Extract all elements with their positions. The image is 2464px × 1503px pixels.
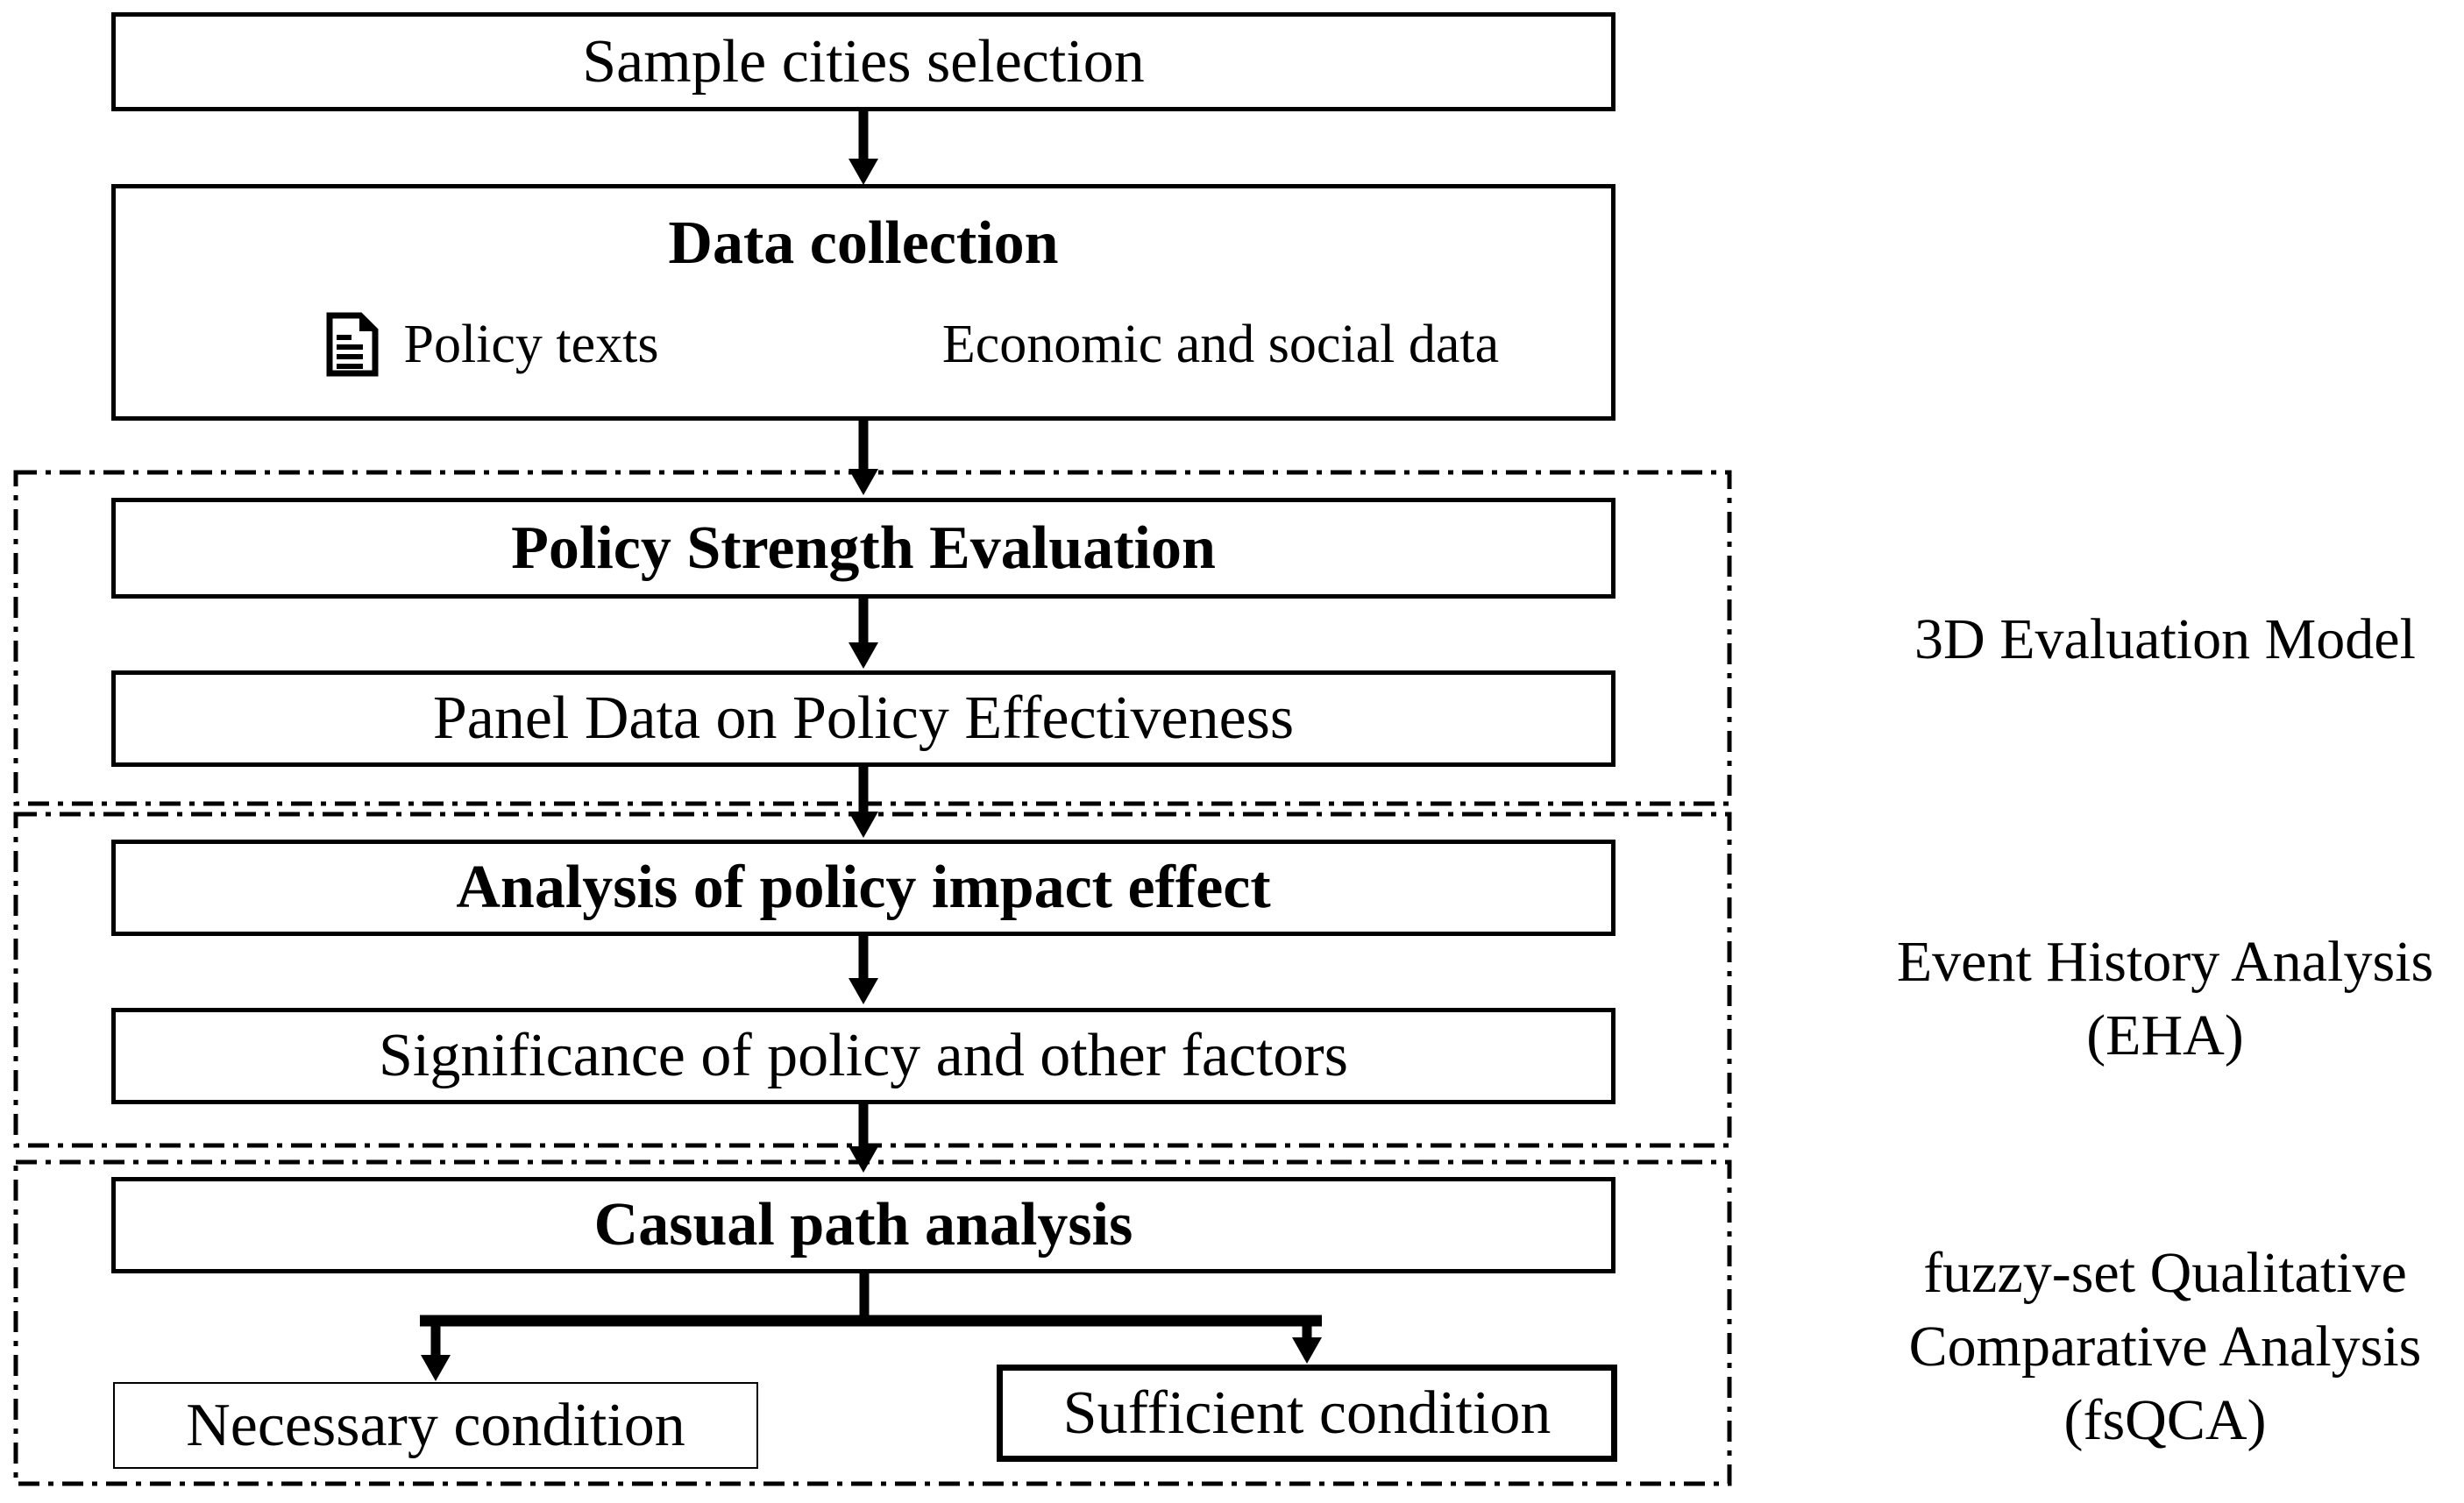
side-label-fsqca-line2: Comparative Analysis — [1908, 1315, 2422, 1379]
node-casual-path-label: Casual path analysis — [593, 1191, 1133, 1259]
arrow-analysis-to-significance — [849, 936, 878, 1004]
side-label-3d-line: 3D Evaluation Model — [1914, 607, 2416, 671]
side-label-fsqca: fuzzy-set Qualitative Comparative Analys… — [1867, 1226, 2463, 1468]
side-label-3d-evaluation-model: 3D Evaluation Model — [1867, 603, 2463, 677]
node-necessary-condition: Necessary condition — [113, 1382, 758, 1469]
branch-connector — [420, 1273, 1322, 1381]
node-policy-texts-label: Policy texts — [403, 314, 659, 374]
node-significance-factors: Significance of policy and other factors — [111, 1008, 1615, 1104]
node-analysis-label: Analysis of policy impact effect — [456, 854, 1271, 922]
node-significance-label: Significance of policy and other factors — [379, 1022, 1348, 1090]
side-label-fsqca-line1: fuzzy-set Qualitative — [1923, 1241, 2407, 1305]
node-economic-social-data: Economic and social data — [872, 303, 1569, 386]
node-sufficient-condition: Sufficient condition — [997, 1365, 1617, 1462]
side-label-eha-line1: Event History Analysis — [1896, 930, 2434, 994]
node-necessary-label: Necessary condition — [186, 1391, 685, 1459]
side-label-eha-line2: (EHA) — [2086, 1003, 2244, 1067]
arrow-policy-strength-to-panel — [849, 599, 878, 669]
node-sufficient-label: Sufficient condition — [1062, 1379, 1552, 1447]
side-label-fsqca-line3: (fsQCA) — [2063, 1388, 2267, 1452]
arrow-sample-to-data — [849, 111, 878, 185]
node-sample-cities-selection: Sample cities selection — [111, 12, 1615, 111]
node-data-collection: Data collection — [111, 184, 1615, 421]
node-policy-texts: Policy texts — [281, 303, 702, 386]
node-economic-social-label: Economic and social data — [941, 314, 1500, 374]
node-casual-path-analysis: Casual path analysis — [111, 1177, 1615, 1273]
node-data-collection-label: Data collection — [668, 209, 1059, 277]
arrow-significance-to-casual — [849, 1104, 878, 1173]
region-fsqca-border — [13, 1159, 1732, 1486]
document-icon — [326, 312, 379, 377]
arrow-panel-to-analysis — [849, 767, 878, 838]
side-label-event-history-analysis: Event History Analysis (EHA) — [1867, 887, 2463, 1111]
node-panel-data-label: Panel Data on Policy Effectiveness — [432, 684, 1295, 753]
node-sample-cities-label: Sample cities selection — [582, 27, 1145, 96]
node-panel-data: Panel Data on Policy Effectiveness — [111, 670, 1615, 767]
region-3d-evaluation-border — [13, 470, 1732, 806]
branch-arrowhead-sufficient — [1292, 1337, 1322, 1364]
node-policy-strength-evaluation: Policy Strength Evaluation — [111, 498, 1615, 599]
region-eha-border — [13, 812, 1732, 1148]
branch-arrowhead-necessary — [421, 1355, 451, 1381]
node-policy-strength-label: Policy Strength Evaluation — [511, 514, 1216, 582]
node-analysis-policy-impact: Analysis of policy impact effect — [111, 840, 1615, 936]
arrow-data-to-policy-strength — [849, 421, 878, 495]
